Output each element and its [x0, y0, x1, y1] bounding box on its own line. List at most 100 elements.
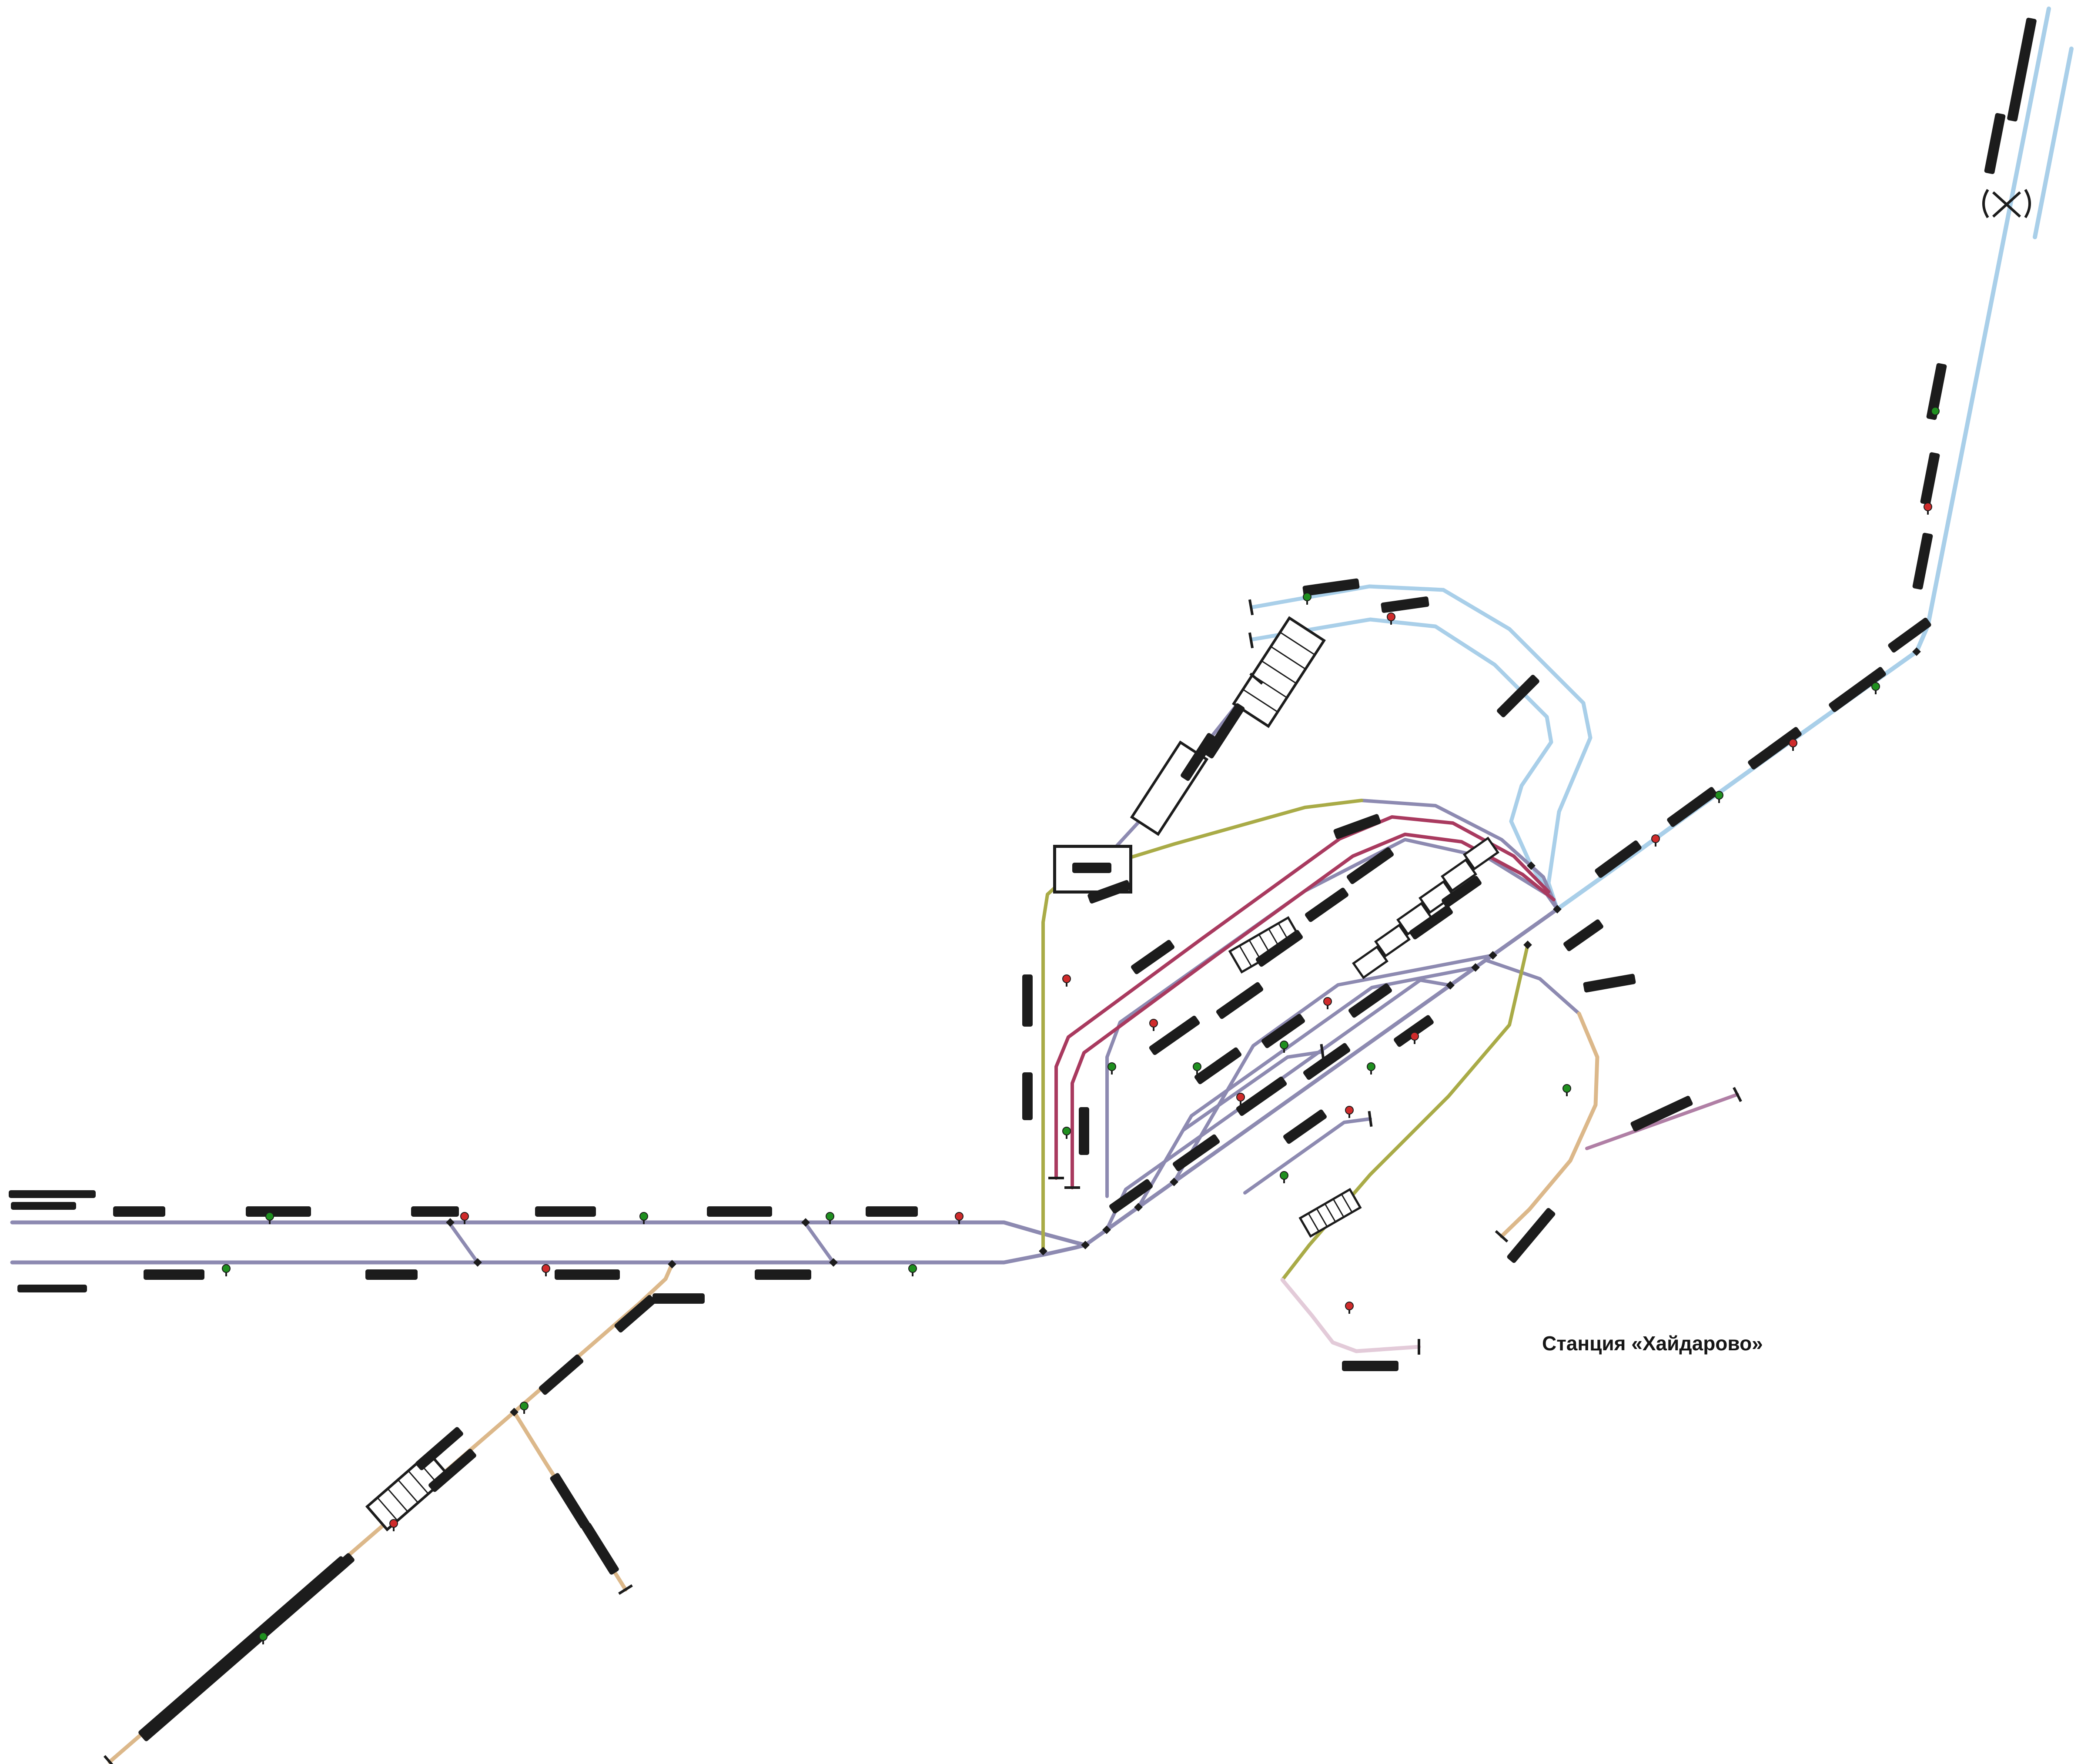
box-hatch: [1316, 1208, 1328, 1227]
illegible-label: [866, 1206, 918, 1217]
track-bumper-icon: [1249, 673, 1263, 685]
illegible-label: [535, 1206, 596, 1217]
illegible-label: [9, 1190, 96, 1198]
illegible-label: [113, 1206, 165, 1217]
illegible-label: [1302, 578, 1360, 596]
box-hatch: [1270, 646, 1306, 670]
illegible-label: [550, 1473, 590, 1529]
switch-diamond-icon: [1553, 905, 1562, 914]
overpass-icon: [1992, 191, 2021, 218]
box-west-halt: [365, 1451, 451, 1532]
illegible-label: [1381, 596, 1429, 613]
illegible-label: [1236, 1076, 1287, 1116]
track-bumper-icon: [1320, 1044, 1325, 1060]
signal-green-icon: [222, 1264, 231, 1273]
track-bumper-icon: [1248, 632, 1254, 649]
switch-diamond-icon: [829, 1258, 838, 1267]
signal-green-icon: [908, 1264, 917, 1273]
illegible-label: [1583, 974, 1636, 993]
track-crossover-2: [803, 1221, 835, 1264]
signal-green-icon: [1871, 682, 1880, 691]
track-olive-perimeter-bottom: [1281, 943, 1529, 1282]
track-bumper-icon: [618, 1584, 633, 1595]
illegible-label: [1181, 733, 1216, 781]
signal-green-icon: [639, 1212, 648, 1221]
signal-red-icon: [389, 1519, 398, 1528]
track-crimson-2: [1071, 833, 1556, 1189]
track-yard-exit-east: [1484, 958, 1581, 1015]
station-name-label: Станция «Хайдарово»: [1542, 1332, 1763, 1355]
illegible-label: [1563, 919, 1603, 951]
layer-bridge: [1982, 189, 2031, 218]
track-blue-loop-a: [1250, 584, 1593, 911]
track-main-west-2: [10, 1243, 1087, 1265]
illegible-label: [1409, 905, 1453, 940]
track-blue-loop-b: [1250, 617, 1559, 911]
illegible-label: [17, 1285, 87, 1292]
overpass-icon: [2024, 189, 2031, 218]
signal-green-icon: [1931, 407, 1940, 415]
box-hatch: [1239, 945, 1252, 967]
illegible-label: [1748, 727, 1802, 770]
box-hatch: [1332, 1198, 1345, 1218]
illegible-label: [1333, 814, 1381, 839]
illegible-label: [1079, 1107, 1089, 1155]
signal-green-icon: [520, 1402, 529, 1410]
track-siding-1: [1181, 1050, 1324, 1132]
illegible-label: [1394, 1015, 1434, 1047]
illegible-label: [1172, 1134, 1220, 1172]
signal-green-icon: [1715, 791, 1723, 800]
signal-red-icon: [1651, 834, 1660, 843]
track-yard-through: [1083, 907, 1559, 1247]
track-pink-spur: [1280, 1278, 1421, 1353]
illegible-label: [1829, 667, 1886, 712]
switch-diamond-icon: [1446, 981, 1455, 990]
box-outline-footbridge-2: [1374, 924, 1411, 957]
switch-diamond-icon: [1134, 1203, 1143, 1212]
box-footbridge-1: [1352, 945, 1388, 979]
signal-green-icon: [1280, 1171, 1288, 1180]
track-yard-track-d: [1105, 838, 1559, 1198]
box-depot-building: [1232, 616, 1326, 728]
signal-green-icon: [826, 1212, 834, 1221]
illegible-label: [1149, 1015, 1200, 1055]
illegible-label: [1348, 983, 1392, 1018]
illegible-label: [1888, 617, 1931, 653]
box-footbridge-6: [1463, 837, 1499, 870]
illegible-label: [1261, 1014, 1305, 1048]
illegible-label: [1283, 1109, 1327, 1144]
box-hatch: [1341, 1194, 1353, 1213]
illegible-label: [1342, 1361, 1398, 1371]
switch-diamond-icon: [1471, 963, 1480, 972]
illegible-label: [1204, 703, 1245, 759]
signal-red-icon: [1345, 1302, 1354, 1310]
illegible-label: [1595, 840, 1642, 878]
illegible-label: [755, 1269, 811, 1280]
signal-green-icon: [1193, 1062, 1201, 1071]
box-platform-low: [1298, 1188, 1362, 1238]
signal-green-icon: [1303, 592, 1311, 601]
track-crossover-1: [447, 1221, 479, 1264]
illegible-label: [144, 1269, 204, 1280]
illegible-label: [539, 1354, 584, 1395]
switch-diamond-icon: [1081, 1241, 1090, 1249]
box-hatch: [1280, 632, 1315, 656]
layer-signals: [222, 407, 1940, 1644]
box-outline-footbridge-1: [1352, 945, 1388, 979]
signal-red-icon: [1323, 997, 1332, 1006]
signal-red-icon: [1410, 1032, 1419, 1041]
track-bumper-icon: [1495, 1230, 1509, 1243]
track-bumper-icon: [1248, 599, 1254, 616]
layer-bars: [9, 17, 2037, 1741]
signal-green-icon: [1280, 1041, 1288, 1049]
track-blue-stub-top: [2033, 47, 2074, 239]
illegible-label: [614, 1295, 656, 1333]
signal-green-icon: [1562, 1084, 1571, 1093]
track-yard-track-b: [1137, 966, 1477, 1209]
track-yard-track-c: [1172, 954, 1495, 1184]
illegible-label: [1630, 1096, 1693, 1131]
track-yard-topline: [1360, 799, 1559, 911]
layer-switches: [446, 647, 1921, 1416]
box-footbridge-5: [1441, 858, 1477, 892]
